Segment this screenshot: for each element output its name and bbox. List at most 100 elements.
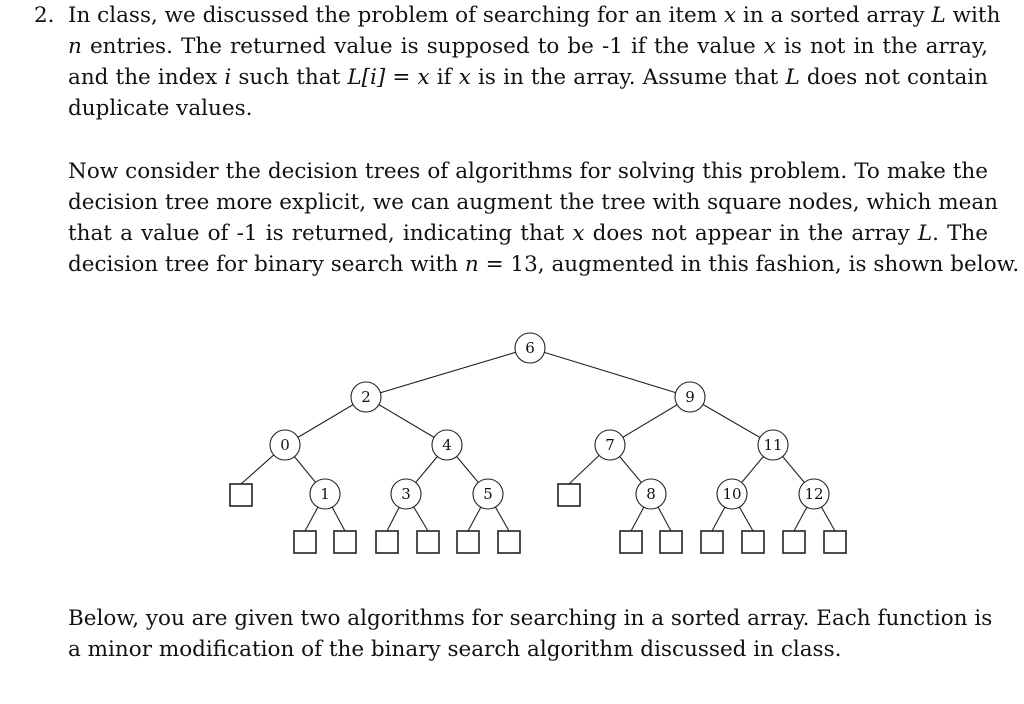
tree-node-label: 2 <box>361 388 371 406</box>
text-line: n entries. The returned value is suppose… <box>68 31 988 62</box>
tree-edge-to-leaf <box>738 506 754 532</box>
tree-node-circle <box>269 429 301 461</box>
tree-edge <box>378 404 435 438</box>
text-line: duplicate values. <box>68 93 988 124</box>
tree-node-label: 4 <box>442 436 452 454</box>
math-symbol: L <box>917 221 933 246</box>
tree-node-label: 3 <box>401 485 411 503</box>
tree-node-circle <box>594 429 626 461</box>
tree-node-circle <box>635 478 667 510</box>
tree-square-leaf <box>619 530 643 554</box>
text-line: and the index i such that L[i] = x if x … <box>68 62 988 93</box>
tree-square-leaf <box>416 530 440 554</box>
text-line: decision tree more explicit, we can augm… <box>68 187 998 218</box>
tree-edge <box>622 404 678 438</box>
math-symbol: n = <box>464 252 511 277</box>
tree-node-circle <box>309 478 341 510</box>
tree-square-leaf <box>333 530 357 554</box>
tree-square-leaf <box>293 530 317 554</box>
text-run: such that <box>231 65 348 90</box>
tree-edge <box>297 404 354 438</box>
tree-node-circle <box>350 381 382 413</box>
tree-edge <box>619 456 642 483</box>
text-line: decision tree for binary search with n =… <box>68 249 1019 280</box>
tree-edge <box>741 456 764 483</box>
tree-edge <box>294 456 316 483</box>
tree-node-circle <box>390 478 422 510</box>
tree-node-circle <box>798 478 830 510</box>
problem-paragraph-1: In class, we discussed the problem of se… <box>68 0 1000 124</box>
tree-edge <box>782 456 805 483</box>
tree-square-leaf <box>497 530 521 554</box>
math-symbol: i <box>224 65 232 90</box>
text-run: and the index <box>68 65 225 90</box>
math-symbol: L[i] = x <box>347 65 430 90</box>
tree-node-label: 0 <box>280 436 290 454</box>
tree-node-label: 12 <box>804 485 823 503</box>
text-run: decision tree more explicit, we can augm… <box>68 190 999 215</box>
text-line: a minor modification of the binary searc… <box>68 634 988 665</box>
text-run: does not contain <box>799 65 988 90</box>
tree-square-leaf <box>375 530 399 554</box>
problem-paragraph-2: Now consider the decision trees of algor… <box>68 156 1019 280</box>
tree-node-circle <box>472 478 504 510</box>
tree-edge-to-leaf <box>494 506 510 532</box>
problem-number: 2. <box>34 3 55 28</box>
text-run: if <box>429 65 459 90</box>
text-run: with <box>945 3 1001 28</box>
tree-edge-to-leaf <box>711 506 726 532</box>
tree-node-label: 10 <box>722 485 741 503</box>
text-run: does not appear in the array <box>584 221 918 246</box>
text-run: In class, we discussed the problem of se… <box>68 3 724 28</box>
tree-edge-to-leaf <box>240 454 275 485</box>
tree-node-circle <box>431 429 463 461</box>
tree-edge-to-leaf <box>657 506 672 532</box>
text-run: is in the array. Assume that <box>470 65 786 90</box>
text-line: Now consider the decision trees of algor… <box>68 156 988 187</box>
tree-square-leaf <box>229 483 253 507</box>
text-run: Now consider the decision trees of algor… <box>68 159 988 184</box>
tree-node-label: 8 <box>646 485 656 503</box>
math-symbol: x <box>723 3 737 28</box>
text-run: a minor modification of the binary searc… <box>68 637 842 662</box>
tree-node-circle <box>716 478 748 510</box>
tree-node-label: 11 <box>763 436 782 454</box>
math-symbol: x <box>572 221 585 246</box>
tree-node-label: 6 <box>525 339 535 357</box>
tree-node-label: 1 <box>320 485 330 503</box>
tree-edge-to-leaf <box>793 506 808 532</box>
tree-edge <box>544 351 676 394</box>
text-run: decision tree for binary search with <box>68 252 465 277</box>
text-run: duplicate values. <box>68 96 253 121</box>
tree-edge <box>415 456 438 483</box>
tree-square-leaf <box>659 530 683 554</box>
tree-node-label: 9 <box>685 388 695 406</box>
tree-square-leaf <box>557 483 581 507</box>
tree-edge <box>380 351 516 394</box>
tree-edge-to-leaf <box>304 506 319 532</box>
tree-edge-to-leaf <box>568 454 600 485</box>
tree-node-circle <box>757 429 789 461</box>
tree-square-leaf <box>823 530 847 554</box>
text-run: 13, augmented in this fashion, is shown … <box>510 252 1020 277</box>
math-symbol: n <box>68 34 82 59</box>
math-symbol: L <box>785 65 800 90</box>
math-symbol: x <box>458 65 471 90</box>
math-symbol: L <box>931 3 946 28</box>
math-symbol: x <box>763 34 776 59</box>
tree-edge-to-leaf <box>413 506 429 532</box>
tree-node-circle <box>514 332 546 364</box>
text-run: entries. The returned value is supposed … <box>81 34 764 59</box>
tree-node-label: 7 <box>605 436 615 454</box>
tree-square-leaf <box>700 530 724 554</box>
tree-edge-to-leaf <box>820 506 836 532</box>
tree-square-leaf <box>782 530 806 554</box>
tree-edge-to-leaf <box>331 506 346 532</box>
problem-paragraph-3: Below, you are given two algorithms for … <box>68 603 992 665</box>
text-line: that a value of -1 is returned, indicati… <box>68 218 988 249</box>
tree-node-label: 5 <box>483 485 493 503</box>
text-run: in a sorted array <box>736 3 932 28</box>
tree-edge-to-leaf <box>467 506 482 532</box>
text-run: that a value of -1 is returned, indicati… <box>68 221 573 246</box>
